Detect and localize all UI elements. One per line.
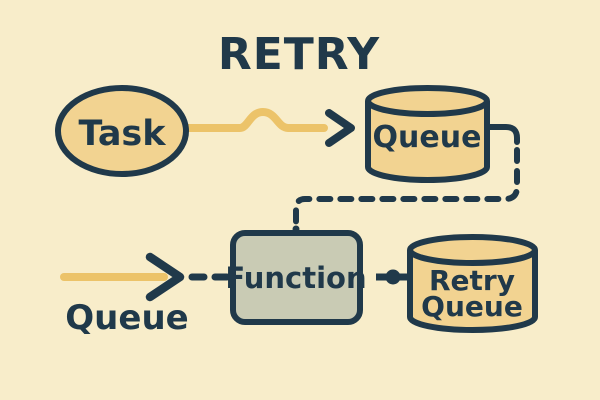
incoming-queue-label: Queue [65, 298, 188, 338]
link-dot [385, 269, 401, 285]
edge-task-to-queue [183, 107, 355, 147]
queue-label: Queue [373, 120, 482, 155]
node-retry-queue: Retry Queue [407, 234, 538, 333]
queue-connector-solid [484, 124, 520, 145]
arrowhead-icon [325, 109, 355, 147]
diagram-title: RETRY [218, 29, 380, 80]
queue-cylinder-body [365, 101, 490, 183]
function-label: Function [225, 261, 366, 295]
task-ellipse [55, 85, 189, 177]
retry-queue-label-line2: Queue [421, 290, 523, 323]
retry-queue-label-line1: Retry [429, 264, 515, 297]
edge-function-to-retry-queue [376, 269, 410, 285]
function-box [230, 230, 363, 325]
node-task: Task [55, 85, 189, 177]
incoming-arrowhead-icon [145, 252, 185, 302]
node-queue: Queue [365, 85, 490, 183]
wavy-arrow-line [183, 107, 328, 132]
node-function: Function [225, 230, 367, 325]
retry-queue-cylinder-body [407, 250, 538, 333]
edge-incoming-to-function: Queue [60, 252, 232, 338]
retry-queue-cylinder-top [407, 234, 538, 266]
queue-connector-dashed [293, 147, 520, 229]
task-label: Task [78, 114, 166, 154]
queue-cylinder-top [365, 85, 490, 117]
